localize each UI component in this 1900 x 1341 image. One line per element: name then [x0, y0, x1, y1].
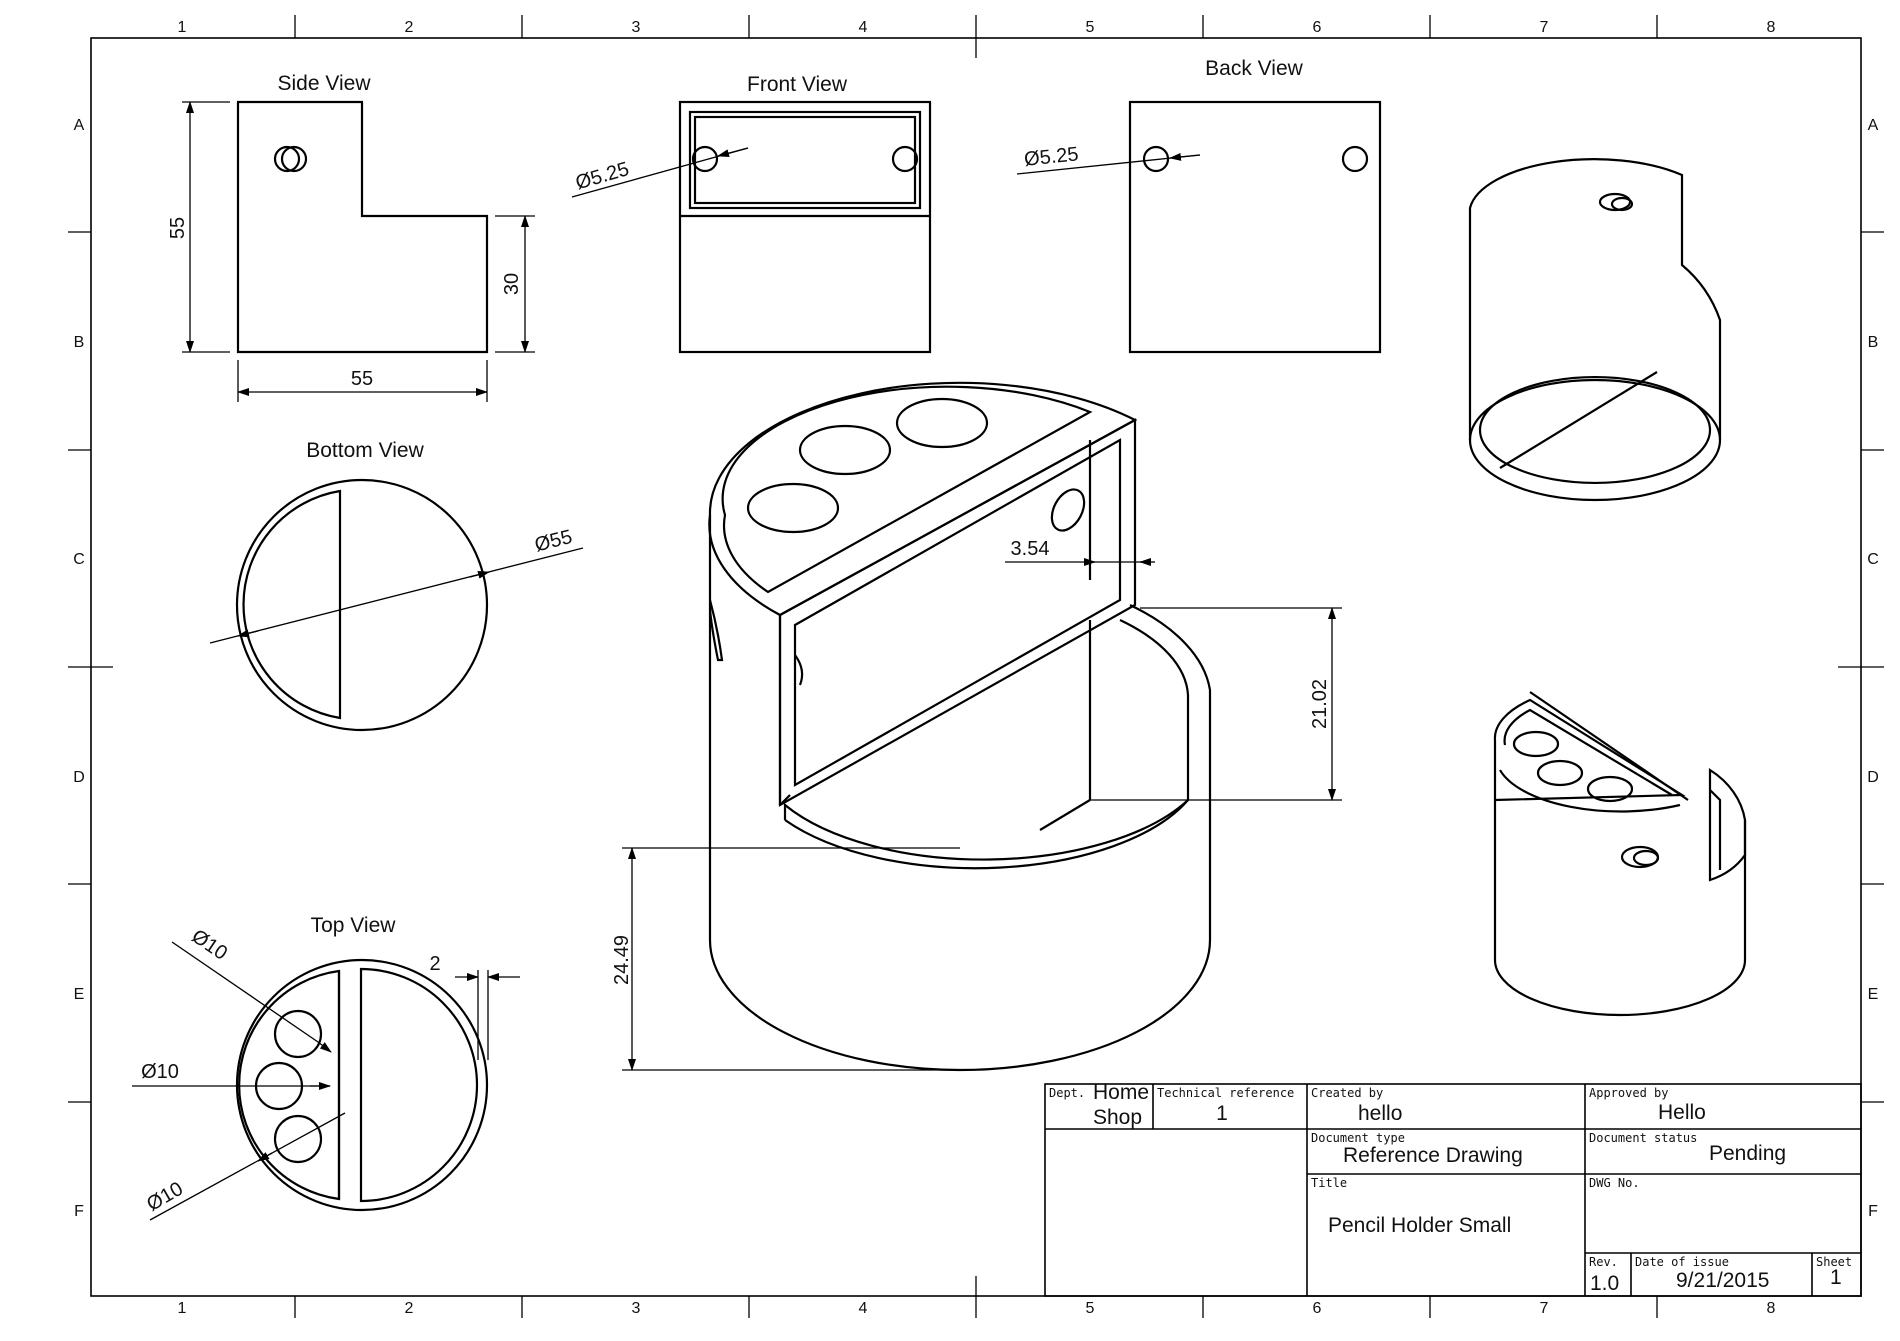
top-view-hole-1 — [273, 1009, 323, 1059]
side-view-dim-height: 55 — [167, 217, 189, 239]
back-view: Back View Ø5.25 — [1016, 57, 1382, 354]
bottom-view-outer-circle — [235, 478, 489, 732]
zone-row-e-left: E — [74, 986, 85, 1003]
approved-by-value: Hello — [1658, 1101, 1706, 1124]
zone-row-d-left: D — [73, 769, 85, 786]
top-view-outer-circle — [235, 958, 489, 1212]
title-label: Title — [1311, 1176, 1347, 1190]
side-view: Side View 55 55 30 — [167, 72, 535, 402]
iso-dim-wall: 3.54 — [1011, 538, 1050, 560]
front-view-label: Front View — [747, 73, 848, 96]
zone-row-c-right: C — [1867, 551, 1879, 568]
dwg-no-label: DWG No. — [1589, 1176, 1640, 1190]
zone-row-d-right: D — [1867, 769, 1879, 786]
back-view-hole-right — [1341, 145, 1369, 173]
bottom-view-inner-half — [242, 489, 342, 720]
dept-label: Dept. — [1049, 1086, 1085, 1100]
top-view-dim-hole-1: Ø10 — [188, 925, 232, 964]
front-view-hole-right — [891, 145, 919, 173]
zone-col-1-top: 1 — [178, 19, 187, 36]
zone-col-7-bottom: 7 — [1540, 1300, 1549, 1317]
approved-by-label: Approved by — [1589, 1086, 1668, 1100]
iso-bottom-right-view — [1493, 691, 1747, 1017]
front-view: Front View Ø5.25 — [571, 73, 932, 354]
zone-labels-bottom: 1 2 3 4 5 6 7 8 — [178, 1300, 1776, 1317]
bottom-view-label: Bottom View — [306, 439, 424, 462]
date-value: 9/21/2015 — [1676, 1269, 1769, 1292]
zone-col-1-bottom: 1 — [178, 1300, 187, 1317]
doc-status-label: Document status — [1589, 1131, 1697, 1145]
title-block: Dept. Home Shop Technical reference 1 Cr… — [1044, 1081, 1862, 1297]
side-view-dim-width: 55 — [351, 368, 373, 390]
dept-value-line1: Home — [1093, 1081, 1149, 1104]
zone-row-b-right: B — [1868, 334, 1879, 351]
zone-col-8-top: 8 — [1767, 19, 1776, 36]
front-view-hole-left — [691, 145, 719, 173]
zone-row-a-right: A — [1868, 117, 1879, 134]
tech-ref-value: 1 — [1216, 1102, 1228, 1125]
rev-label: Rev. — [1589, 1255, 1618, 1269]
doc-status-value: Pending — [1709, 1142, 1786, 1165]
dept-value-line2: Shop — [1093, 1106, 1142, 1129]
zone-col-2-bottom: 2 — [405, 1300, 414, 1317]
zone-col-6-bottom: 6 — [1313, 1300, 1322, 1317]
top-view: Top View Ø10 Ø10 Ø10 2 — [132, 914, 520, 1221]
zone-row-a-left: A — [74, 117, 85, 134]
zone-labels-right: A B C D E F — [1867, 117, 1879, 1220]
sheet-label: Sheet — [1816, 1255, 1852, 1269]
side-view-hole — [273, 145, 301, 173]
sheet-value: 1 — [1830, 1266, 1842, 1289]
side-view-label: Side View — [277, 72, 371, 95]
zone-col-5-top: 5 — [1086, 19, 1095, 36]
rev-value: 1.0 — [1590, 1272, 1619, 1295]
top-view-dim-wall: 2 — [429, 953, 440, 975]
zone-labels-left: A B C D E F — [73, 117, 85, 1220]
zone-col-6-top: 6 — [1313, 19, 1322, 36]
created-by-label: Created by — [1311, 1086, 1383, 1100]
side-view-dim-step: 30 — [501, 273, 523, 295]
sheet-frame — [68, 15, 1884, 1318]
side-view-outline — [236, 100, 489, 354]
back-view-dim-hole: Ø5.25 — [1023, 143, 1079, 171]
top-view-dim-hole-2: Ø10 — [141, 1061, 179, 1083]
back-view-hole-left — [1142, 145, 1170, 173]
created-by-value: hello — [1358, 1102, 1402, 1125]
top-view-dim-hole-3: Ø10 — [143, 1178, 187, 1216]
iso-dim-upper-height: 21.02 — [1309, 679, 1331, 729]
zone-row-b-left: B — [74, 334, 85, 351]
zone-col-7-top: 7 — [1540, 19, 1549, 36]
doc-type-value: Reference Drawing — [1343, 1144, 1523, 1167]
bottom-view: Bottom View Ø55 — [209, 439, 584, 732]
iso-top-right-view — [1468, 158, 1722, 502]
tech-ref-label: Technical reference — [1157, 1086, 1294, 1100]
iso-main-view: 3.54 21.02 24.49 — [611, 381, 1342, 1072]
zone-col-4-bottom: 4 — [859, 1300, 868, 1317]
iso-dim-lower-height: 24.49 — [611, 935, 633, 985]
front-view-outline — [678, 100, 932, 354]
zone-col-3-top: 3 — [632, 19, 641, 36]
zone-col-5-bottom: 5 — [1086, 1300, 1095, 1317]
zone-labels-top: 1 2 3 4 5 6 7 8 — [178, 19, 1776, 36]
back-view-outline — [1128, 100, 1382, 354]
zone-col-4-top: 4 — [859, 19, 868, 36]
zone-col-8-bottom: 8 — [1767, 1300, 1776, 1317]
zone-row-f-left: F — [74, 1203, 84, 1220]
zone-row-f-right: F — [1868, 1203, 1878, 1220]
zone-row-c-left: C — [73, 551, 85, 568]
zone-row-e-right: E — [1868, 986, 1879, 1003]
zone-col-2-top: 2 — [405, 19, 414, 36]
back-view-label: Back View — [1205, 57, 1303, 80]
title-value: Pencil Holder Small — [1328, 1214, 1511, 1237]
top-view-label: Top View — [311, 914, 397, 937]
doc-type-label: Document type — [1311, 1131, 1405, 1145]
date-label: Date of issue — [1635, 1255, 1729, 1269]
top-view-hole-3 — [273, 1114, 323, 1164]
zone-col-3-bottom: 3 — [632, 1300, 641, 1317]
